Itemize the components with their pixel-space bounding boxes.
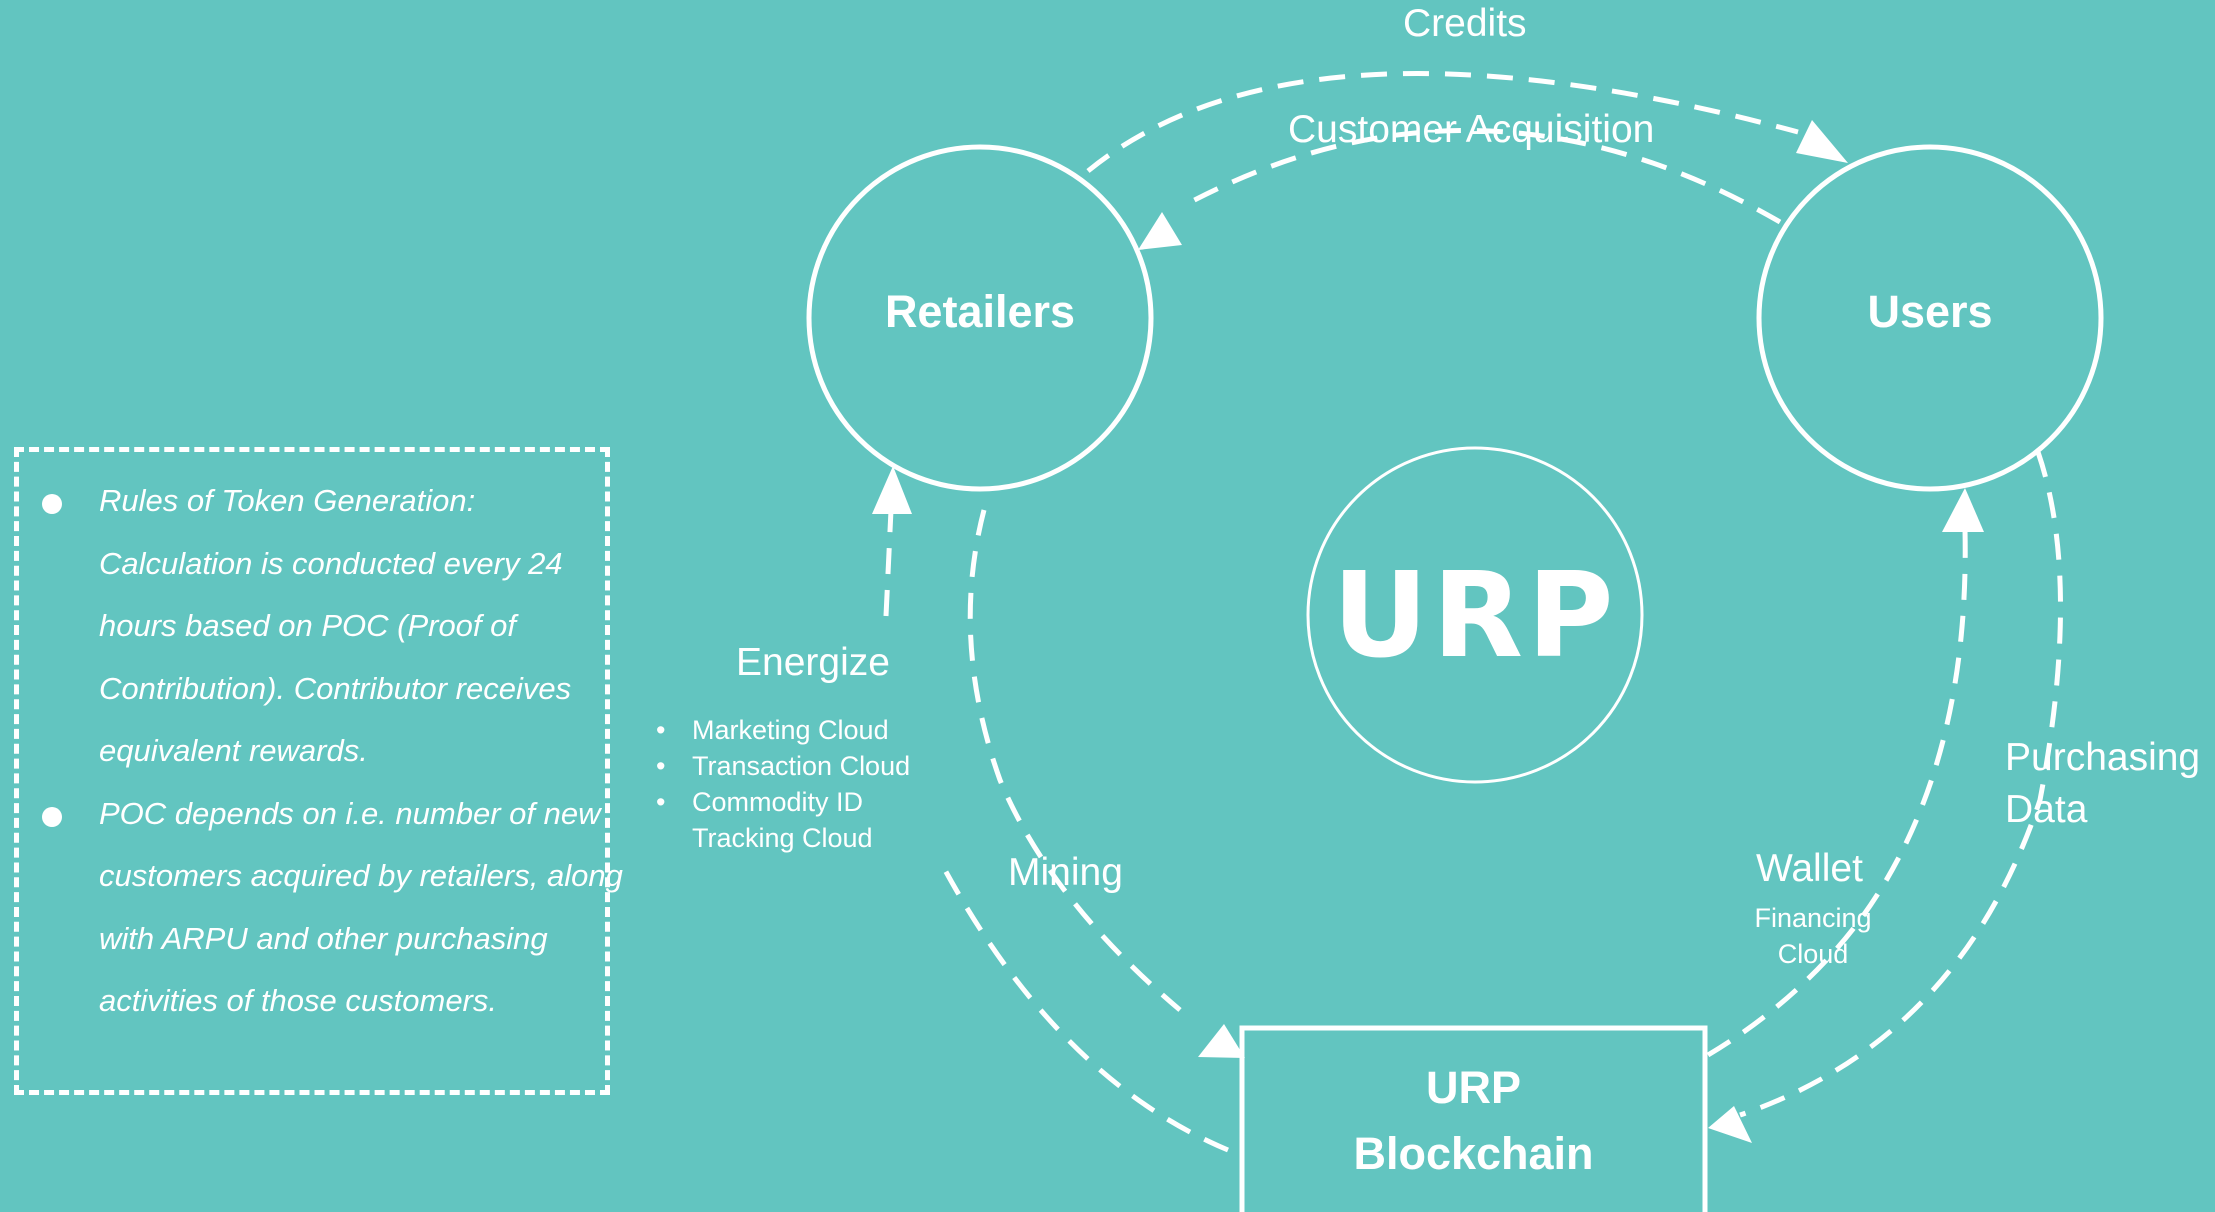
blockchain-node-box <box>1239 1025 1708 1212</box>
wallet-sub-label-line1: Financing <box>1754 903 1872 933</box>
retailers-node-circle <box>806 144 1154 492</box>
list-item: • Commodity ID <box>656 784 910 820</box>
purchasing-data-label-line1: Purchasing <box>2005 736 2201 779</box>
note-item: Rules of Token Generation: Calculation i… <box>42 470 629 783</box>
urp-logo: URP <box>1332 546 1618 684</box>
energize-label: Energize <box>736 641 890 684</box>
mining-outer-arrow <box>942 868 1229 1153</box>
mining-inner-arrow <box>967 509 1182 1012</box>
users-label: Users <box>1867 286 1993 337</box>
cloud-item-text: Tracking Cloud <box>692 823 873 853</box>
purchasing-data-label-line2: Data <box>2005 788 2088 831</box>
cloud-item-text: Commodity ID <box>692 787 864 817</box>
mining-label: Mining <box>1008 851 1123 894</box>
energize-arrowhead <box>872 466 912 514</box>
mining-inner-arrowhead <box>1198 1024 1245 1058</box>
wallet-label: Wallet <box>1756 847 1863 890</box>
wallet-arrowhead <box>1942 488 1984 532</box>
bullet-dot-icon <box>42 494 62 514</box>
customer-acquisition-arrow <box>1183 128 1782 225</box>
bullet-marker: • <box>656 787 666 817</box>
credits-label: Credits <box>1403 2 1527 45</box>
wallet-sub-label-line2: Cloud <box>1777 939 1849 969</box>
customer-acquisition-arrowhead <box>1138 212 1182 250</box>
blockchain-label-line1: URP <box>1425 1062 1521 1113</box>
token-rules-notes-box: Rules of Token Generation: Calculation i… <box>14 447 623 1095</box>
wallet-arrow <box>1706 529 1968 1058</box>
notes-list: Rules of Token Generation: Calculation i… <box>42 470 629 1033</box>
credits-arrow <box>1086 71 1799 173</box>
cloud-item-text: Marketing Cloud <box>692 715 889 745</box>
cloud-item-text: Transaction Cloud <box>692 751 911 781</box>
list-item: • Marketing Cloud <box>656 712 910 748</box>
note-text: Rules of Token Generation: Calculation i… <box>99 483 572 768</box>
retailers-label: Retailers <box>884 286 1076 337</box>
purchasing-data-arrowhead <box>1708 1106 1752 1143</box>
credits-arrowhead <box>1796 120 1848 163</box>
list-item: Tracking Cloud <box>656 820 910 856</box>
bullet-marker: • <box>656 715 666 745</box>
note-text: POC depends on i.e. number of new custom… <box>99 795 623 1019</box>
energize-arrow <box>883 509 894 617</box>
bullet-dot-icon <box>42 806 62 827</box>
customer-acquisition-label: Customer Acquisition <box>1288 108 1655 151</box>
energize-cloud-list: • Marketing Cloud • Transaction Cloud • Com… <box>656 712 910 856</box>
purchasing-data-arrow <box>1739 451 2063 1118</box>
note-item: POC depends on i.e. number of new custom… <box>42 783 629 1033</box>
blockchain-label-line2: Blockchain <box>1353 1128 1594 1179</box>
list-item: • Transaction Cloud <box>656 748 910 784</box>
logo-circle <box>1306 446 1644 784</box>
users-node-circle <box>1756 144 2104 492</box>
bullet-marker: • <box>656 751 666 781</box>
